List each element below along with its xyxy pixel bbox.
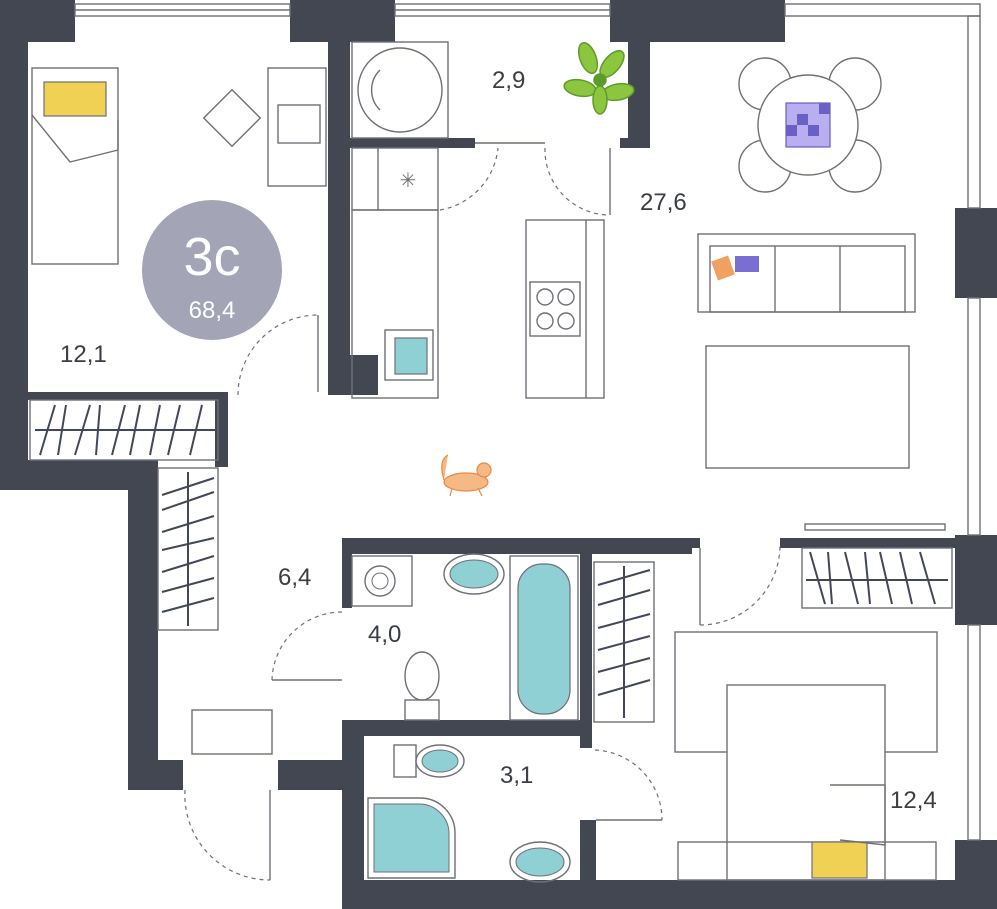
sofa-icon [697, 233, 916, 313]
washing-machine-icon [351, 41, 449, 139]
kitchen-counter: ✳ [351, 147, 439, 399]
bed-icon [31, 67, 119, 265]
area-living: 27,6 [640, 189, 687, 216]
total-area: 68,4 [189, 297, 236, 324]
wardrobe-icon [593, 561, 655, 723]
area-bathroom: 4,0 [368, 621, 401, 648]
door-swing-icon [237, 314, 319, 396]
toilet-icon [393, 744, 465, 778]
stove-icon [525, 219, 605, 399]
wardrobe-icon [801, 547, 953, 609]
shoe-bench [191, 709, 273, 755]
round-table-icon [738, 57, 882, 193]
area-wc: 3,1 [500, 762, 533, 789]
rug [705, 345, 910, 469]
wardrobe-icon [29, 399, 219, 461]
cat-icon [441, 454, 492, 497]
tv-icon [804, 523, 946, 531]
badge-circle [142, 200, 282, 340]
plant-icon [563, 41, 635, 115]
sink-icon [443, 553, 505, 595]
area-hallway: 6,4 [278, 564, 311, 591]
area-bedroom-2: 12,4 [890, 787, 937, 814]
area-balcony: 2,9 [492, 67, 525, 94]
entrance-door [184, 789, 271, 881]
windows [74, 3, 981, 841]
washing-machine-icon [351, 555, 413, 607]
wc-door [594, 749, 663, 821]
sink-icon [509, 841, 571, 883]
apartment-badge: 3с 68,4 [142, 200, 282, 340]
apartment-type: 3с [183, 227, 240, 287]
desk-chair-icon [202, 67, 327, 187]
bathtub-icon [509, 555, 579, 721]
svg-text:✳: ✳ [400, 168, 417, 192]
toilet-icon [404, 651, 440, 721]
wardrobe-icon [157, 467, 219, 631]
shower-icon [367, 797, 456, 879]
bed-icon [674, 631, 938, 881]
bath-door [271, 611, 343, 681]
balcony-door [439, 142, 611, 216]
sink-icon [384, 329, 434, 381]
area-bedroom-1: 12,1 [60, 341, 107, 368]
bedroom-door [699, 544, 781, 626]
